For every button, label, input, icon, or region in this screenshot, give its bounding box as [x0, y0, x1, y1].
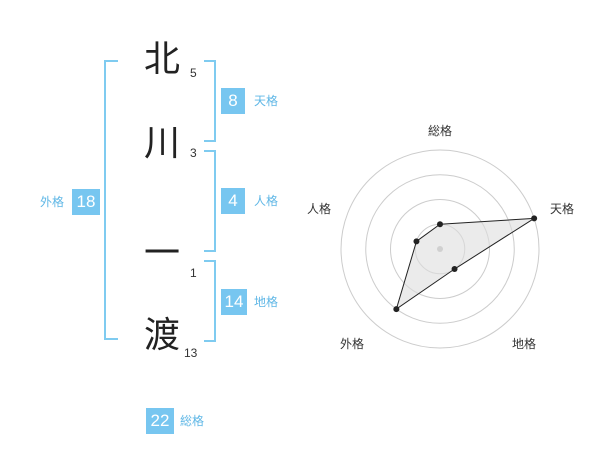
soukaku-value: 22 [146, 408, 174, 434]
stroke-count-4: 13 [184, 346, 198, 360]
radar-area [395, 217, 535, 311]
stroke-count-3: 1 [190, 266, 197, 280]
radar-label-soukaku: 総格 [428, 124, 453, 138]
radar-grid-ring [340, 149, 540, 349]
radar-grid-ring [365, 174, 515, 324]
chikaku-label: 地格 [254, 295, 279, 309]
stroke-count-1: 5 [190, 66, 197, 80]
radar-point [437, 221, 443, 228]
name-char-1: 北 [143, 39, 180, 80]
radar-point [451, 266, 458, 273]
jinkaku-value: 4 [221, 188, 245, 214]
chikaku-bracket [204, 260, 216, 342]
name-char-3: 一 [143, 233, 180, 274]
radar-point [393, 306, 400, 313]
gaikaku-label: 外格 [40, 195, 65, 209]
name-char-2: 川 [143, 123, 180, 164]
jinkaku-label: 人格 [254, 194, 279, 208]
stroke-count-2: 3 [190, 146, 197, 160]
soukaku-label: 総格 [180, 414, 205, 428]
name-char-4: 渡 [143, 315, 180, 356]
tenkaku-label: 天格 [254, 94, 279, 108]
radar-grid-ring [390, 199, 490, 299]
radar-label-jinkaku: 人格 [307, 202, 332, 216]
radar-label-gaikaku: 外格 [340, 337, 365, 351]
jinkaku-bracket [204, 150, 216, 252]
gaikaku-bracket [104, 60, 118, 340]
tenkaku-bracket [204, 60, 216, 142]
radar-label-chikaku: 地格 [512, 337, 537, 351]
radar-label-tenkaku: 天格 [550, 202, 575, 216]
tenkaku-value: 8 [221, 88, 245, 114]
radar-point [413, 238, 420, 245]
chikaku-value: 14 [221, 289, 247, 315]
gaikaku-value: 18 [72, 189, 100, 215]
radar-point [531, 215, 538, 222]
